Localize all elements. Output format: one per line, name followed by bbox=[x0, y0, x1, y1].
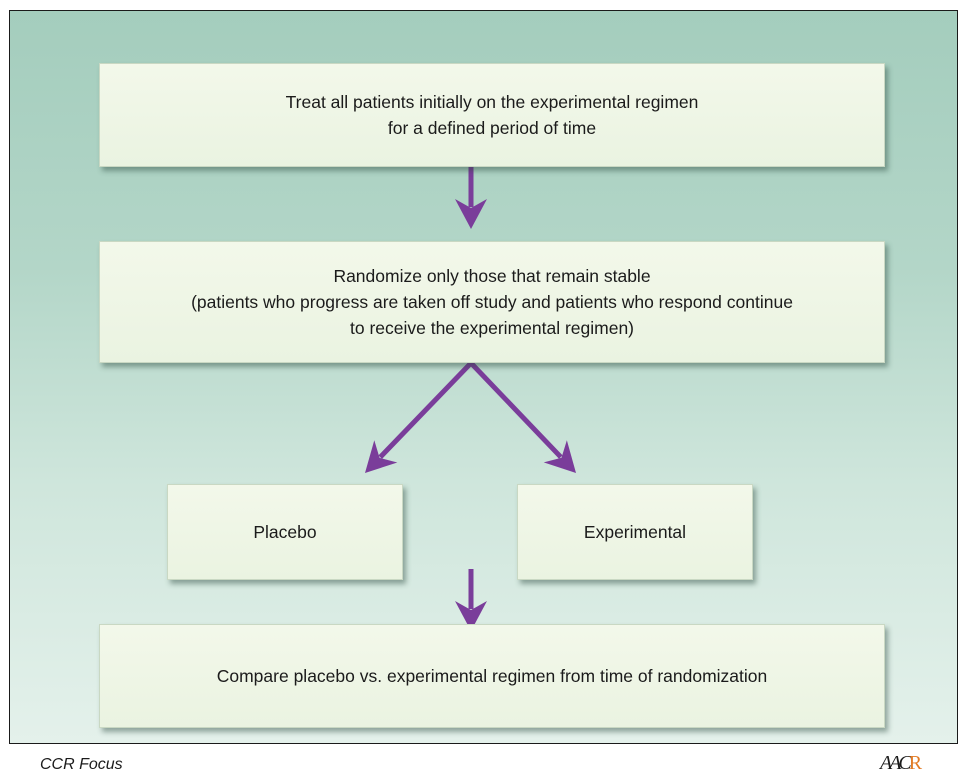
arrow-treat-to-randomize bbox=[455, 167, 487, 229]
arm-experimental-label: Experimental bbox=[583, 522, 687, 542]
aacr-logo: AACR bbox=[880, 752, 930, 776]
journal-name: CCR Focus bbox=[40, 756, 123, 773]
step-randomize-line2: (patients who progress are taken off stu… bbox=[191, 292, 793, 312]
arm-placebo-box: Placebo bbox=[167, 484, 403, 580]
step-compare-label: Compare placebo vs. experimental regimen… bbox=[216, 666, 768, 686]
step-compare-box: Compare placebo vs. experimental regimen… bbox=[99, 624, 885, 728]
step-treat-all-line2: for a defined period of time bbox=[387, 118, 597, 138]
step-randomize-box: Randomize only those that remain stable … bbox=[99, 241, 885, 363]
flow-arrows bbox=[365, 167, 576, 631]
arrow-randomize-to-placebo bbox=[365, 361, 473, 473]
aacr-logo-main: AAC bbox=[880, 752, 912, 774]
arrow-randomize-to-experimental bbox=[469, 361, 576, 473]
arm-placebo-label: Placebo bbox=[253, 522, 317, 542]
aacr-logo-accent: R bbox=[908, 752, 922, 774]
arm-experimental-box: Experimental bbox=[517, 484, 753, 580]
step-treat-all-line1: Treat all patients initially on the expe… bbox=[285, 92, 699, 112]
step-treat-all-box: Treat all patients initially on the expe… bbox=[99, 63, 885, 167]
arrow-arms-to-compare bbox=[455, 569, 487, 631]
diagram-panel: Treat all patients initially on the expe… bbox=[9, 10, 958, 744]
step-randomize-line1: Randomize only those that remain stable bbox=[333, 266, 651, 286]
step-randomize-line3: to receive the experimental regimen) bbox=[349, 318, 635, 338]
